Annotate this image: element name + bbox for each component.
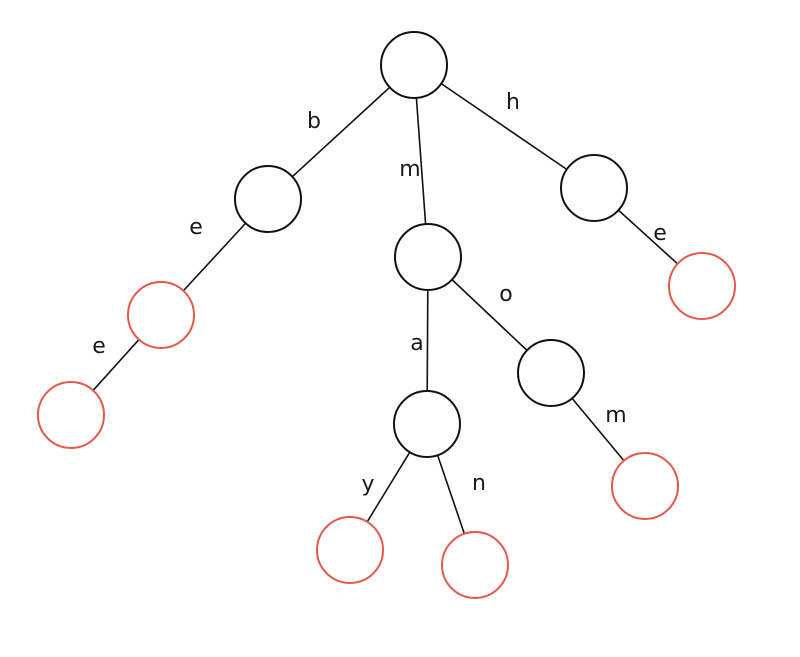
edge-label-ma-man: n (472, 471, 486, 496)
edges-layer (92, 82, 679, 535)
edge-label-root-h: h (506, 90, 520, 115)
node-root (380, 31, 448, 99)
edge-root-b (291, 86, 391, 178)
edge-label-m-ma: a (410, 331, 423, 356)
edge-be-bee (92, 338, 140, 392)
node-ma (393, 390, 461, 458)
node-b (234, 165, 302, 233)
edge-mo-mom (571, 397, 625, 462)
edge-root-m (415, 97, 427, 225)
edge-label-mo-mom: m (605, 403, 626, 428)
edge-labels-layer: b m h e e a o y n m e (92, 90, 667, 497)
node-mo (517, 339, 585, 407)
terminal-node-man (441, 531, 509, 599)
edge-ma-may (366, 451, 411, 523)
node-h (560, 154, 628, 222)
edge-root-h (440, 82, 568, 171)
edge-label-m-mo: o (499, 282, 512, 307)
edge-label-h-he: e (653, 221, 667, 246)
edge-m-ma (426, 289, 429, 392)
node-m (394, 223, 462, 291)
edge-m-mo (451, 279, 528, 351)
edge-label-b-be: e (189, 215, 203, 240)
terminal-node-he (668, 252, 736, 320)
edge-b-be (182, 222, 247, 292)
edge-label-root-m: m (399, 157, 420, 182)
edge-label-be-bee: e (92, 334, 106, 359)
edge-label-root-b: b (307, 109, 321, 134)
terminal-node-may (316, 516, 384, 584)
terminal-node-be (127, 281, 195, 349)
terminal-node-mom (611, 452, 679, 520)
terminal-node-bee (37, 381, 105, 449)
edge-h-he (617, 209, 679, 265)
edge-ma-man (436, 454, 466, 535)
edge-label-ma-may: y (361, 472, 374, 497)
nodes-layer (37, 31, 736, 599)
